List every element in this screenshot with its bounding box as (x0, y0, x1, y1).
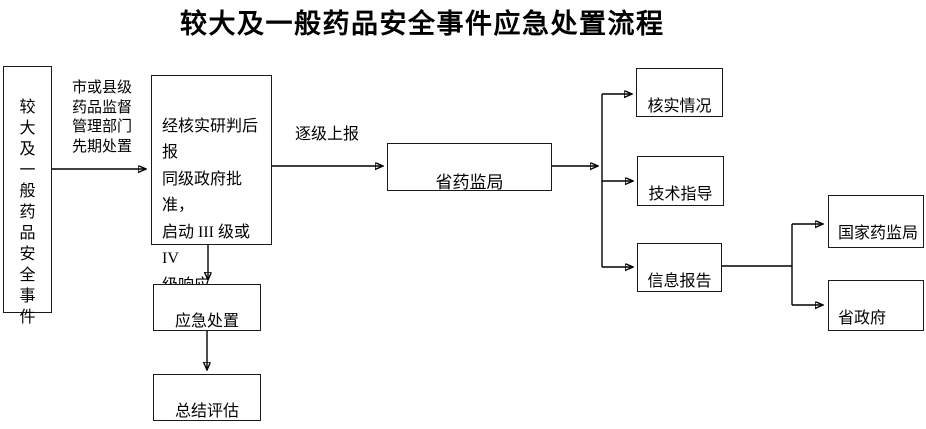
node-national-bureau-box: 国家药监局 (828, 195, 924, 248)
node-verify-label: 核实情况 (647, 98, 712, 115)
node-verify-box: 核实情况 (636, 68, 723, 117)
node-evaluation-label: 总结评估 (174, 403, 239, 420)
page-title: 较大及一般药品安全事件应急处置流程 (180, 9, 665, 39)
node-guidance-box: 技术指导 (637, 156, 724, 206)
node-event-label: 较 大 及 一 般 药 品 安 全 事 件 (19, 99, 36, 326)
node-province-bureau-box: 省药监局 (387, 143, 552, 192)
node-report-box: 信息报告 (637, 243, 722, 292)
node-province-gov-label: 省政府 (838, 310, 887, 327)
node-province-gov-box: 省政府 (828, 280, 924, 331)
node-response-box: 经核实研判后报 同级政府批准， 启动 III 级或 IV 级响应。 (151, 75, 272, 294)
node-report-label: 信息报告 (647, 273, 712, 290)
node-guidance-label: 技术指导 (648, 186, 713, 203)
node-province-bureau-label: 省药监局 (435, 173, 504, 192)
edge-label-escalate-report: 逐级上报 (295, 126, 360, 143)
node-response-label: 经核实研判后报 同级政府批准， 启动 III 级或 IV 级响应。 (162, 117, 259, 294)
node-national-bureau-label: 国家药监局 (838, 225, 919, 242)
node-evaluation-box: 总结评估 (153, 374, 261, 421)
node-event-box: 较 大 及 一 般 药 品 安 全 事 件 (3, 66, 52, 326)
node-disposal-label: 应急处置 (174, 313, 239, 330)
node-disposal-box: 应急处置 (153, 284, 261, 331)
edge-label-initial-disposal: 市或县级 药品监督 管理部门 先期处置 (72, 80, 133, 155)
